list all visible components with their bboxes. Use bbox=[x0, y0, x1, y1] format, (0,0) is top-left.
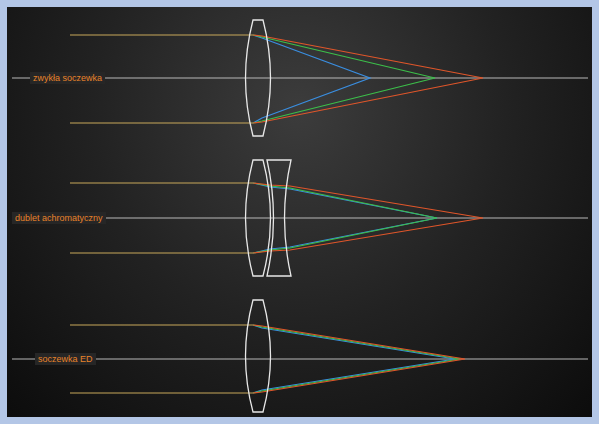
optical-axis bbox=[12, 78, 588, 359]
refracted-ray bbox=[253, 35, 483, 123]
lens-type-label: soczewka ED bbox=[35, 353, 96, 365]
lens-type-label: dublet achromatyczny bbox=[12, 212, 106, 224]
refracted-ray bbox=[253, 183, 483, 253]
lens-type-label: zwykła soczewka bbox=[30, 72, 105, 84]
refracted-ray bbox=[253, 325, 465, 393]
lens-outline bbox=[246, 20, 292, 412]
